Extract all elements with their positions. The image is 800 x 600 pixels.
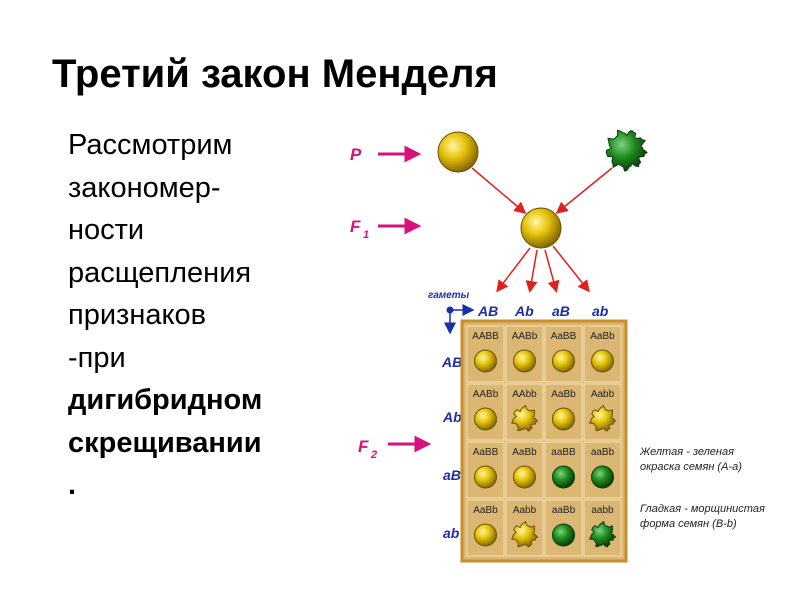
punnett-cell — [583, 383, 622, 441]
body-line: Рассмотрим — [68, 129, 233, 161]
genotype-label: aaBb — [591, 447, 615, 458]
gamete-top-label: AB — [477, 303, 498, 319]
yellow-wrinkled-pea-icon — [510, 520, 539, 548]
yellow-smooth-pea-icon — [513, 465, 536, 489]
slide-body-text: Рассмотрим закономер- ности расщепления … — [68, 124, 262, 507]
legend-shape-line: форма семян (В-b) — [640, 518, 737, 530]
legend-color-line: окраска семян (А-а) — [640, 461, 742, 473]
body-line-bold: скрещивании — [68, 426, 262, 459]
punnett-cell — [583, 325, 622, 383]
yellow-smooth-pea-icon — [474, 523, 497, 547]
punnett-cell — [544, 441, 583, 499]
yellow-smooth-pea-icon — [474, 407, 497, 431]
gamete-top-label: ab — [592, 303, 609, 319]
gamete-arrow — [552, 245, 590, 293]
genotype-label: aaBb — [552, 505, 576, 516]
genotype-label: AaBb — [512, 447, 537, 458]
genotype-label: AABb — [512, 331, 538, 342]
body-line-bold: . — [68, 469, 77, 501]
f2-subscript: 2 — [370, 449, 377, 461]
yellow-smooth-pea-icon — [591, 349, 614, 373]
green-smooth-pea-icon — [552, 465, 575, 489]
punnett-cell — [466, 499, 505, 557]
f2-generation-label: F — [358, 437, 369, 456]
body-line-bold: дигибридном — [68, 384, 263, 416]
slide-title: Третий закон Менделя — [52, 52, 498, 96]
gametes-label: гаметы — [428, 290, 470, 301]
genotype-label: aabb — [591, 505, 614, 516]
yellow-smooth-pea-icon — [474, 465, 497, 489]
genotype-label: AaBB — [551, 331, 577, 342]
green-smooth-pea-icon — [591, 465, 614, 489]
genotype-label: AaBb — [590, 331, 615, 342]
yellow-smooth-pea-icon — [552, 407, 575, 431]
gamete-top-label: Ab — [514, 303, 534, 319]
genotype-label: AaBb — [473, 505, 498, 516]
punnett-cell — [505, 325, 544, 383]
cross-arrow — [471, 167, 527, 214]
gamete-arrow — [544, 249, 560, 293]
punnett-cell — [466, 325, 505, 383]
p-generation-label: P — [350, 145, 362, 164]
body-line: ности — [68, 214, 145, 246]
gamete-arrow — [496, 247, 531, 293]
cross-arrow — [555, 167, 613, 214]
gamete-left-label: aB — [443, 467, 461, 483]
gamete-top-label: aB — [552, 303, 570, 319]
punnett-cell — [505, 441, 544, 499]
genotype-label: AaBB — [473, 447, 499, 458]
f1-arrow-icon — [378, 217, 422, 235]
p-arrow-icon — [378, 145, 422, 163]
body-line: -при — [68, 341, 126, 374]
punnett-cell — [544, 383, 583, 441]
yellow-smooth-pea-icon — [513, 349, 536, 373]
punnett-cell — [583, 441, 622, 499]
green-wrinkled-pea-icon — [588, 520, 617, 548]
genotype-label: AABB — [472, 331, 499, 342]
legend-shape-line: Гладкая - морщинистая — [640, 503, 765, 515]
genotype-label: AABb — [473, 389, 499, 400]
f1-subscript: 1 — [363, 229, 369, 241]
parent-green-wrinkled-pea-icon — [605, 129, 648, 172]
punnett-cell — [466, 441, 505, 499]
punnett-cell — [505, 383, 544, 441]
punnett-cell — [544, 325, 583, 383]
genotype-label: Aabb — [513, 505, 537, 516]
parent-yellow-pea-icon — [437, 131, 479, 173]
gamete-arrow — [525, 249, 538, 293]
gamete-left-label: ab — [443, 525, 460, 541]
genotype-label: AaBb — [551, 389, 576, 400]
punnett-cell — [466, 383, 505, 441]
genotype-label: Aabb — [591, 389, 615, 400]
yellow-wrinkled-pea-icon — [510, 404, 539, 432]
f2-arrow-icon — [388, 435, 432, 453]
genotype-label: AAbb — [512, 389, 537, 400]
body-line: закономер- — [68, 171, 221, 204]
f1-generation-label: F — [350, 217, 361, 236]
punnett-cell — [544, 499, 583, 557]
yellow-smooth-pea-icon — [552, 349, 575, 373]
f1-yellow-pea-icon — [520, 207, 562, 249]
genotype-label: aaBB — [551, 447, 576, 458]
yellow-wrinkled-pea-icon — [588, 404, 617, 432]
legend-color-line: Желтая - зеленая — [639, 446, 734, 458]
punnett-cell — [583, 499, 622, 557]
green-smooth-pea-icon — [552, 523, 575, 547]
yellow-smooth-pea-icon — [474, 349, 497, 373]
body-line: признаков — [68, 299, 207, 331]
gamete-left-label: Ab — [442, 409, 462, 425]
body-line: расщепления — [68, 256, 252, 289]
punnett-cell — [505, 499, 544, 557]
gamete-left-label: AB — [441, 354, 462, 370]
